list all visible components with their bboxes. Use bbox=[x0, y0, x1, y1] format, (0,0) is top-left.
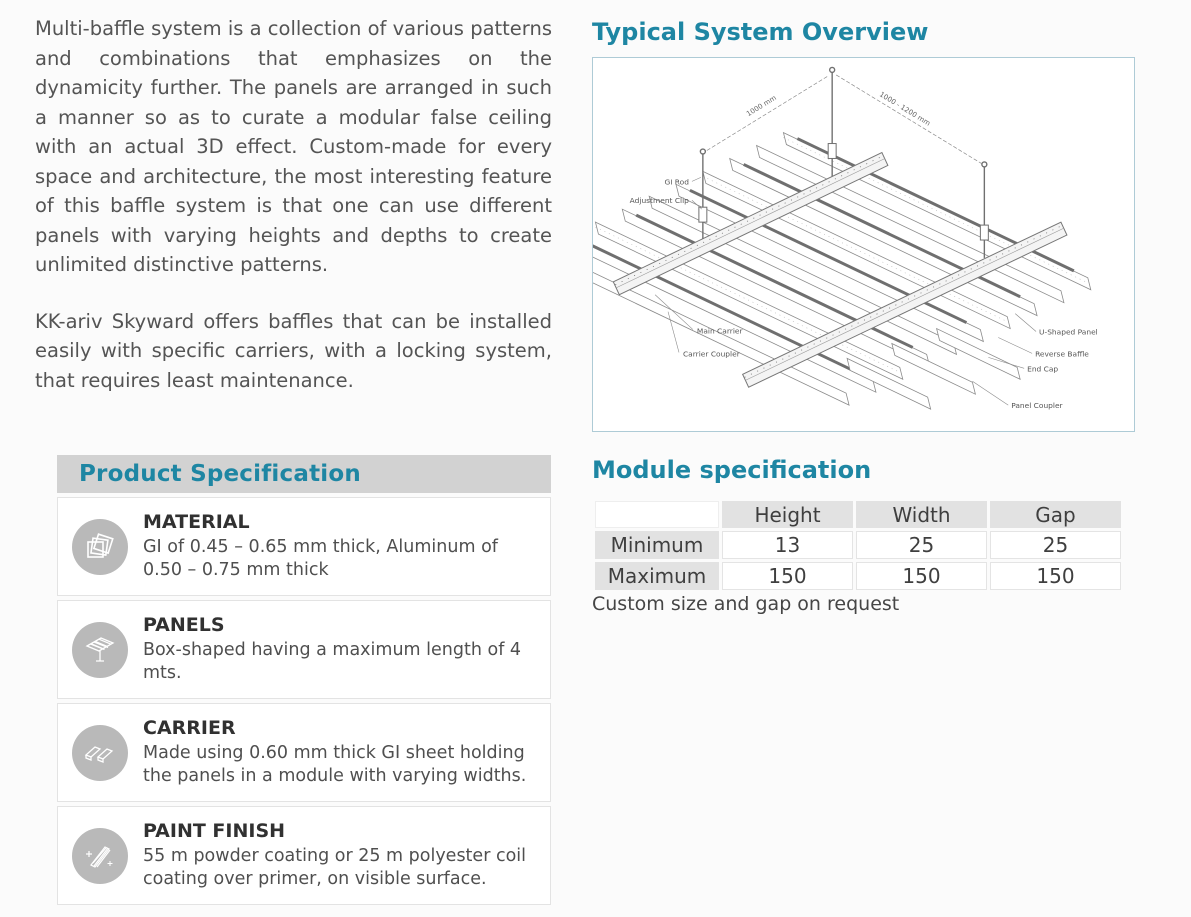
column-header-width: Width bbox=[856, 501, 987, 528]
table-row: Maximum 150 150 150 bbox=[595, 562, 1121, 590]
label-reverse-baffle: Reverse Baffle bbox=[1035, 349, 1089, 358]
spec-card-paint-finish: PAINT FINISH 55 m powder coating or 25 m… bbox=[57, 806, 551, 905]
panel-grid-icon bbox=[72, 621, 128, 678]
spec-desc-paint-finish: 55 m powder coating or 25 m polyester co… bbox=[143, 846, 527, 889]
spec-title-carrier: CARRIER bbox=[143, 717, 236, 739]
table-header-row: Height Width Gap bbox=[595, 501, 1121, 528]
minimum-width-value: 25 bbox=[856, 531, 987, 559]
spec-desc-carrier: Made using 0.60 mm thick GI sheet holdin… bbox=[143, 743, 527, 786]
spec-title-material: MATERIAL bbox=[143, 511, 250, 533]
spec-card-panels: PANELS Box-shaped having a maximum lengt… bbox=[57, 600, 551, 699]
module-specification-title: Module specification bbox=[592, 456, 872, 484]
label-end-cap: End Cap bbox=[1027, 364, 1058, 373]
custom-size-note: Custom size and gap on request bbox=[592, 593, 900, 615]
row-label-maximum: Maximum bbox=[595, 562, 719, 590]
table-row: Minimum 13 25 25 bbox=[595, 531, 1121, 559]
intro-paragraph-2: KK-ariv Skyward offers baffles that can … bbox=[35, 309, 552, 392]
row-label-minimum: Minimum bbox=[595, 531, 719, 559]
spec-title-panels: PANELS bbox=[143, 614, 225, 636]
label-adjustment-clip: Adjustment Clip bbox=[630, 196, 690, 205]
product-specification-title: Product Specification bbox=[79, 461, 361, 487]
maximum-gap-value: 150 bbox=[990, 562, 1121, 590]
intro-text-block: Multi-baffle system is a collection of v… bbox=[35, 14, 552, 395]
spec-desc-material: GI of 0.45 – 0.65 mm thick, Aluminum of … bbox=[143, 537, 498, 580]
maximum-height-value: 150 bbox=[722, 562, 853, 590]
maximum-width-value: 150 bbox=[856, 562, 987, 590]
product-specification-header: Product Specification bbox=[57, 455, 551, 493]
system-overview-title: Typical System Overview bbox=[592, 18, 929, 46]
paint-finish-icon bbox=[72, 827, 128, 884]
module-specification-table: Height Width Gap Minimum 13 25 25 Maximu… bbox=[592, 498, 1124, 593]
label-gi-rod: GI Rod bbox=[664, 177, 689, 186]
spec-card-material: MATERIAL GI of 0.45 – 0.65 mm thick, Alu… bbox=[57, 497, 551, 596]
intro-paragraph-1: Multi-baffle system is a collection of v… bbox=[35, 17, 552, 276]
product-specification-section: Product Specification MATERIAL GI of 0.4… bbox=[57, 455, 551, 905]
label-panel-coupler: Panel Coupler bbox=[1011, 401, 1063, 410]
minimum-gap-value: 25 bbox=[990, 531, 1121, 559]
carrier-profile-icon bbox=[72, 724, 128, 781]
column-header-gap: Gap bbox=[990, 501, 1121, 528]
dimension-carrier-span: 1000 mm bbox=[745, 94, 778, 118]
spec-card-carrier: CARRIER Made using 0.60 mm thick GI shee… bbox=[57, 703, 551, 802]
spec-desc-panels: Box-shaped having a maximum length of 4 … bbox=[143, 640, 522, 683]
label-carrier-coupler: Carrier Coupler bbox=[683, 349, 741, 358]
dimension-hanger-spacing: 1000 - 1200 mm bbox=[878, 90, 932, 127]
baffle-isometric-drawing: 1000 mm 1000 - 1200 mm GI Rod Adjustment… bbox=[593, 66, 1098, 410]
column-header-height: Height bbox=[722, 501, 853, 528]
table-corner-cell bbox=[595, 501, 719, 528]
minimum-height-value: 13 bbox=[722, 531, 853, 559]
spec-title-paint-finish: PAINT FINISH bbox=[143, 820, 286, 842]
label-main-carrier: Main Carrier bbox=[697, 327, 744, 336]
label-u-shaped-panel: U-Shaped Panel bbox=[1039, 328, 1098, 337]
system-diagram: 1000 mm 1000 - 1200 mm GI Rod Adjustment… bbox=[592, 57, 1135, 432]
material-sheets-icon bbox=[72, 518, 128, 575]
